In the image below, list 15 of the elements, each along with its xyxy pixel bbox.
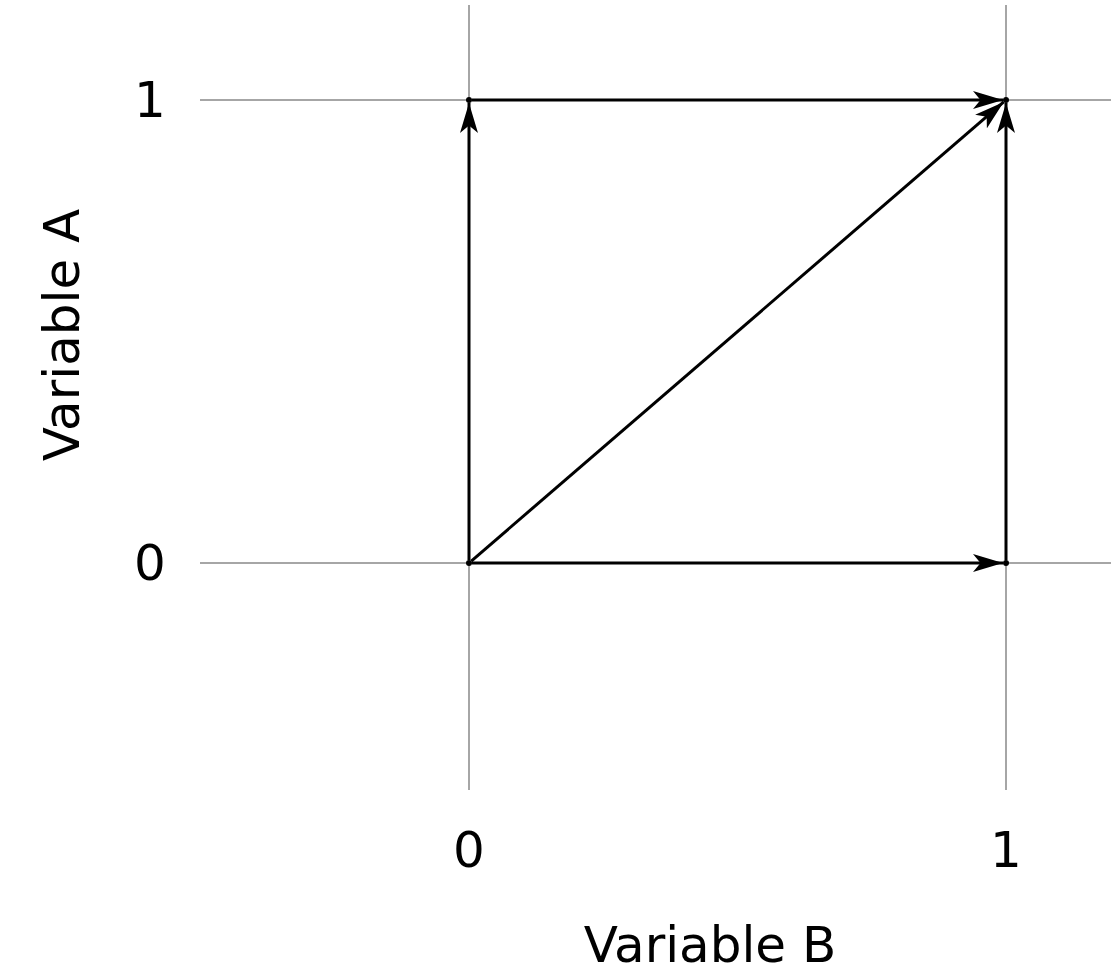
- point: [1003, 560, 1009, 566]
- arrow: [472, 91, 1003, 109]
- point: [1003, 97, 1009, 103]
- arrow: [460, 103, 478, 560]
- arrow: [997, 103, 1015, 560]
- point: [466, 560, 472, 566]
- arrow: [472, 554, 1003, 572]
- tick-label: 1: [134, 75, 166, 125]
- point: [466, 97, 472, 103]
- tick-label: 1: [990, 825, 1022, 875]
- tick-label: 0: [134, 538, 166, 588]
- tick-label: 0: [453, 825, 485, 875]
- axis-title: Variable B: [583, 920, 837, 970]
- axis-title: Variable A: [37, 208, 87, 462]
- arrow: [470, 100, 1005, 563]
